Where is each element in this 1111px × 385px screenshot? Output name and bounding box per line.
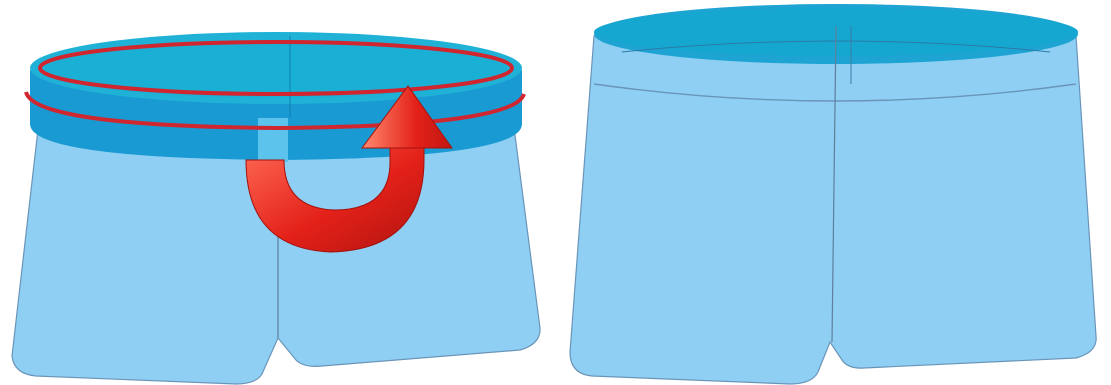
shorts-before-panel: [12, 32, 540, 384]
shorts-after-panel: [570, 4, 1096, 384]
waistband-tab: [258, 118, 288, 162]
